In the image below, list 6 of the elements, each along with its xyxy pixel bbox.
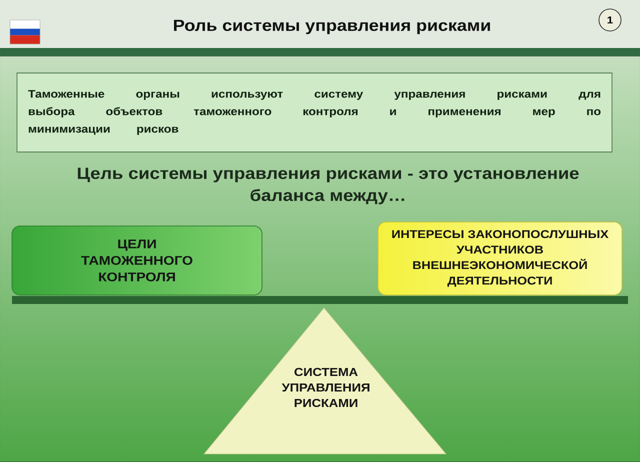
interests-box: ИНТЕРЕСЫ ЗАКОНОПОСЛУШНЫХ УЧАСТНИКОВ ВНЕШНЕЭКОНОМИЧЕСКОЙ ДЕЯТЕЛЬНОСТИ: [378, 222, 622, 296]
slide-title: Роль системы управления рисками: [174, 20, 490, 34]
text-box: Таможенные органы используют систему управления рисками для выбора объектов таможенного контроля и применения мер по минимизации рисков: [16, 72, 612, 152]
goal-box: ЦЕЛИ ТАМОЖЕННОГО КОНТРОЛЯ: [12, 226, 262, 296]
statement-text: Цель системы управления рисками - это установление баланса между…: [78, 168, 579, 204]
page-number: 1: [598, 8, 622, 32]
